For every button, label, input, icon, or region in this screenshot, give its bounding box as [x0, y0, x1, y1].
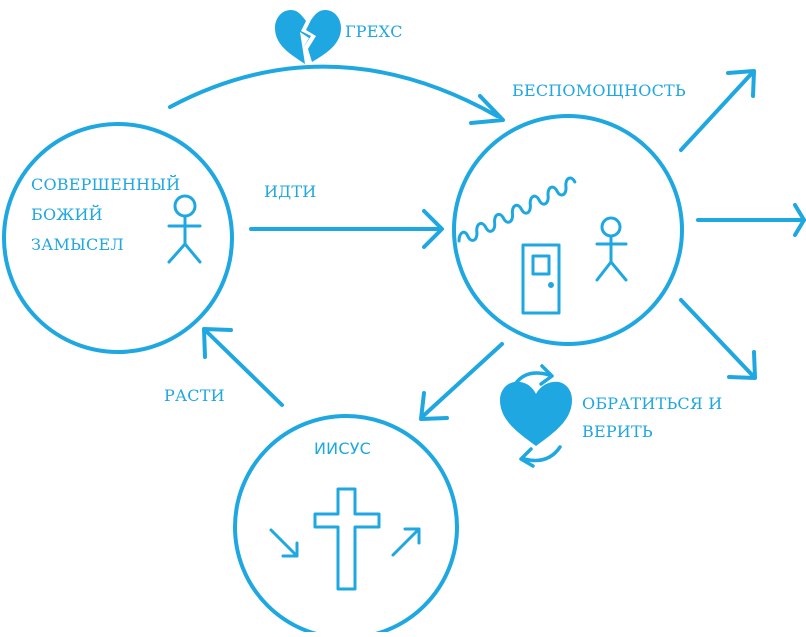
small-arrow-in — [269, 528, 299, 558]
jesus-circle — [233, 414, 459, 637]
gods-plan-circle — [2, 122, 234, 354]
wavy-line-icon — [457, 176, 577, 243]
out-arrow-up — [679, 70, 755, 152]
helplessness-label: БЕСПОМОЩНОСТЬ — [512, 81, 686, 100]
repent-label-line1: ОБРАТИТЬСЯ И — [582, 394, 723, 413]
out-arrow-right-head — [793, 203, 806, 237]
heart-icon — [500, 381, 572, 446]
person-icon — [595, 216, 628, 282]
broken-heart-icon — [275, 9, 341, 64]
grow-arrowhead — [202, 327, 233, 359]
helplessness-circle — [452, 114, 684, 346]
go-label: ИДТИ — [264, 182, 317, 201]
cross-icon — [313, 487, 381, 591]
door-icon — [521, 243, 561, 315]
out-arrow-down-head — [727, 350, 757, 380]
go-arrowhead — [422, 209, 444, 249]
sin-arrow — [168, 64, 499, 118]
out-arrow-up-head — [726, 69, 756, 98]
to-jesus-arrowhead — [419, 391, 449, 421]
jesus-label: ИИСУС — [314, 439, 372, 458]
grow-label: РАСТИ — [164, 386, 225, 405]
person-icon — [167, 194, 202, 264]
small-arrow-out — [391, 527, 421, 557]
sin-label: ГРЕХС — [345, 22, 403, 41]
repent-label-line2: ВЕРИТЬ — [582, 422, 653, 441]
out-arrow-down — [679, 298, 756, 379]
gods-plan-label-line3: ЗАМЫСЕЛ — [31, 235, 124, 254]
gods-plan-label-line2: БОЖИЙ — [31, 205, 103, 224]
gods-plan-label-line1: СОВЕРШЕННЫЙ — [31, 175, 181, 194]
grow-arrow — [204, 329, 284, 407]
to-jesus-arrow — [420, 342, 504, 419]
sin-arrowhead — [469, 94, 505, 125]
